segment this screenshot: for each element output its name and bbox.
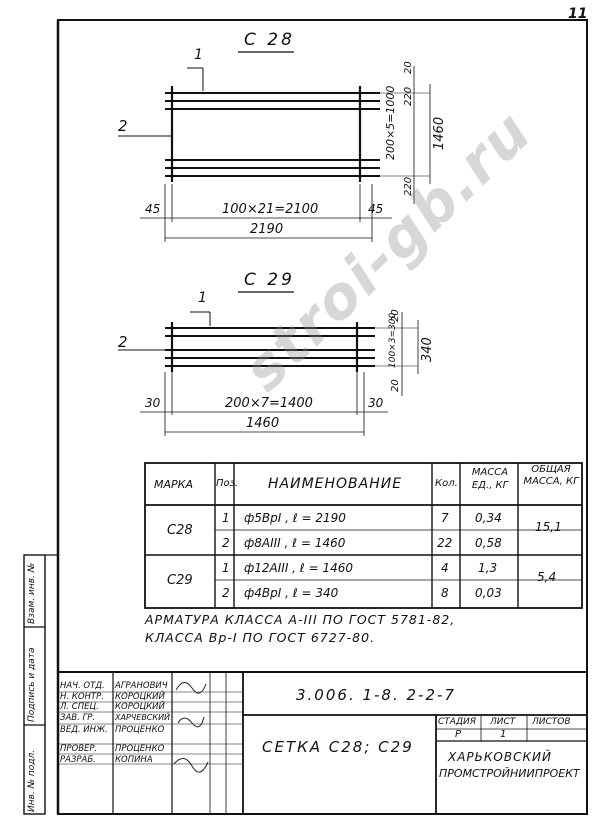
c28-dim-spacing: 100×21=2100 (222, 202, 319, 217)
row-name: ф4ВрI , ℓ = 340 (244, 586, 339, 600)
row-unit-mass: 0,34 (475, 511, 502, 525)
staff-role: Л. СПЕЦ. (60, 702, 99, 712)
drawing-c28 (118, 51, 431, 242)
c28-dim-v-mid: 200×5=1000 (384, 85, 397, 160)
stage-value: Р (455, 729, 462, 740)
org-line-2: ПРОМСТРОЙНИИПРОЕКТ (439, 767, 580, 780)
table-header-name: НАИМЕНОВАНИЕ (268, 476, 403, 492)
c28-dim-right: 45 (368, 202, 384, 216)
row-unit-mass: 1,3 (478, 561, 498, 575)
drawing-c29 (118, 291, 419, 436)
c28-dim-v-top: 20 (403, 61, 414, 74)
table-header-qty: Кол. (435, 478, 458, 489)
c29-dim-v-mid: 100×3=300 (388, 312, 398, 368)
c29-dim-left: 30 (145, 396, 161, 410)
staff-name: КОРОЦКИЙ (115, 692, 165, 702)
group-total-mass: 5,4 (537, 570, 557, 584)
c28-dim-left: 45 (145, 202, 161, 216)
group-total-mass: 15,1 (535, 520, 562, 534)
staff-role: НАЧ. ОТД. (60, 681, 105, 691)
staff-role: ВЕД. ИНЖ. (60, 725, 108, 735)
doc-code: 3.006. 1-8. 2-2-7 (296, 686, 456, 704)
c29-dim-v-bottom: 20 (390, 379, 401, 392)
sheets-label: ЛИСТОВ (532, 717, 571, 727)
group-mark: С29 (167, 573, 193, 588)
c29-dim-v-total: 340 (420, 337, 435, 362)
org-line-1: ХАРЬКОВСКИЙ (448, 750, 552, 764)
row-name: ф8АIII , ℓ = 1460 (244, 536, 346, 550)
c29-title: С 29 (244, 270, 295, 290)
side-stamp-grid (23, 554, 58, 815)
staff-role: ЗАВ. ГР. (60, 713, 96, 723)
row-qty: 4 (441, 561, 449, 575)
row-name: ф12АIII , ℓ = 1460 (244, 561, 353, 575)
row-qty: 7 (441, 511, 449, 525)
c28-callout-2: 2 (118, 117, 128, 135)
row-pos: 2 (222, 586, 230, 600)
signature-scribbles (173, 682, 209, 773)
note-line-1: АРМАТУРА КЛАССА А-III ПО ГОСТ 5781-82, (145, 612, 456, 627)
table-header-mark: МАРКА (154, 478, 193, 491)
c29-dim-total: 1460 (246, 416, 280, 431)
row-unit-mass: 0,58 (475, 536, 502, 550)
c29-dim-spacing: 200×7=1400 (225, 396, 313, 411)
row-pos: 1 (222, 561, 230, 575)
row-name: ф5ВрI , ℓ = 2190 (244, 511, 346, 525)
row-pos: 2 (222, 536, 230, 550)
c28-title: С 28 (244, 30, 295, 50)
c28-callout-1: 1 (194, 47, 203, 63)
c28-dim-v-total: 1460 (432, 116, 447, 150)
stage-label: СТАДИЯ (438, 717, 476, 727)
side-stamp-inv: Инв. № подл. (27, 749, 37, 812)
drawing-name: СЕТКА С28; С29 (262, 738, 414, 756)
table-header-pos: Поз. (216, 478, 239, 489)
staff-role: РАЗРАБ. (60, 755, 96, 765)
sheet-label: ЛИСТ (490, 717, 516, 727)
staff-name: КОПИНА (115, 755, 153, 765)
c28-dim-v-grp: 220 (403, 86, 414, 106)
row-pos: 1 (222, 511, 230, 525)
table-header-unit-mass: МАССА ЕД., КГ (471, 467, 509, 491)
staff-role: ПРОВЕР. (60, 744, 98, 754)
staff-name: АГРАНОВИЧ (115, 681, 168, 691)
group-mark: С28 (167, 523, 193, 538)
c28-dim-total: 2190 (250, 222, 284, 237)
c29-callout-1: 1 (198, 290, 207, 306)
spec-table-grid (144, 462, 583, 609)
staff-name: ХАРЧЕВСКИЙ (115, 713, 171, 722)
c29-dim-right: 30 (368, 396, 384, 410)
title-block-grid (58, 671, 587, 814)
table-header-total-mass: ОБЩАЯ МАССА, КГ (523, 464, 579, 487)
row-qty: 8 (441, 586, 449, 600)
note-line-2: КЛАССА Вр-I ПО ГОСТ 6727-80. (145, 630, 376, 645)
sheet-value: 1 (500, 729, 507, 740)
staff-role: Н. КОНТР. (60, 692, 104, 702)
c29-callout-2: 2 (118, 333, 128, 351)
staff-name: КОРОЦКИЙ (115, 702, 165, 712)
staff-name: ПРОЦЕНКО (115, 744, 165, 754)
staff-name: ПРОЦЕНКО (115, 725, 165, 735)
row-unit-mass: 0,03 (475, 586, 502, 600)
side-stamp-signature: Подпись и дата (27, 647, 37, 722)
page-number: 11 (568, 6, 588, 22)
row-qty: 22 (437, 536, 453, 550)
side-stamp-replace: Взам. инв. № (27, 562, 37, 624)
